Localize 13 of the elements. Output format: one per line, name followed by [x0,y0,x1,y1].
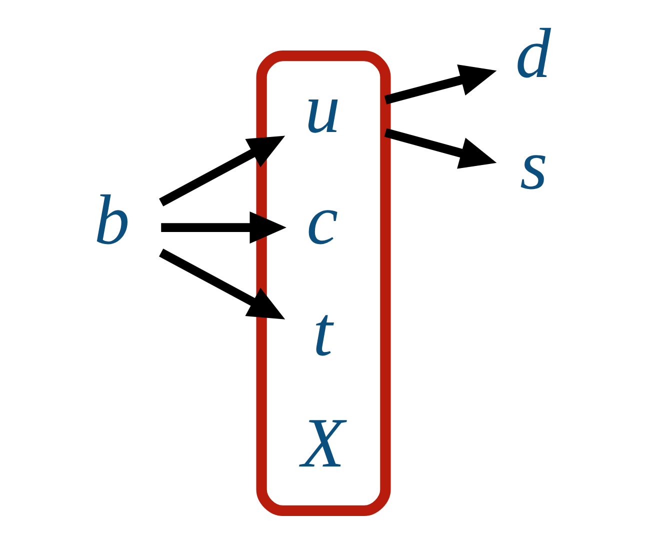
node-text: u [304,70,340,148]
arrow [384,128,497,169]
cluster [256,50,391,516]
arrow [161,211,286,244]
node-text: b [94,181,130,260]
node-text: c [306,181,338,260]
node-text: s [520,126,548,205]
node-text: X [301,404,345,482]
arrow [159,248,286,320]
node-text: d [516,15,551,94]
node-text: t [312,292,333,371]
arrow [159,136,286,206]
arrow [384,64,497,104]
